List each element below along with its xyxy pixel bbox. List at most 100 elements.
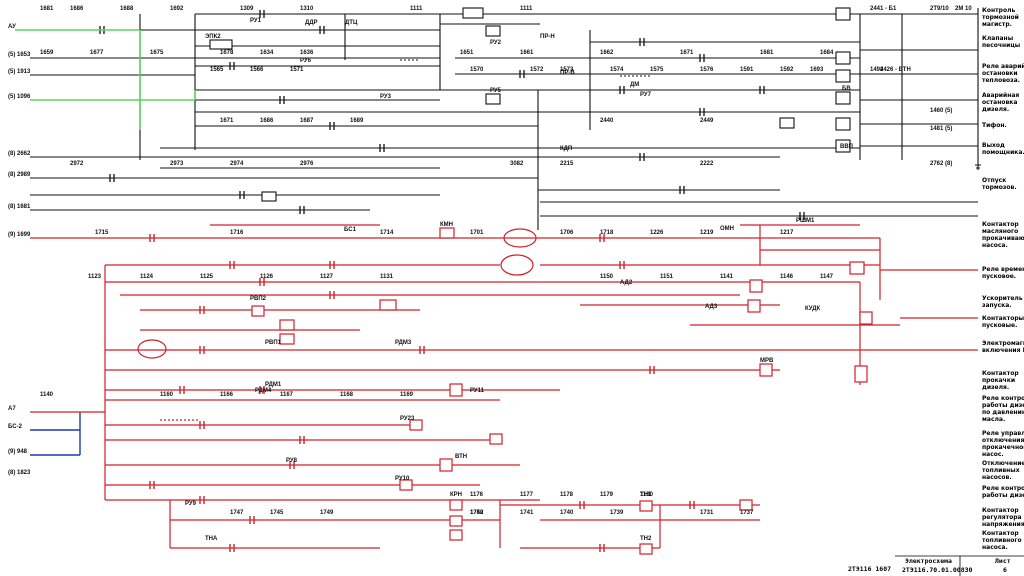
- wire-label-row6-3: 1701: [470, 230, 484, 236]
- wire-label-row4-1: 1686: [260, 118, 274, 124]
- annotation-13: Реле контроляработы дизеляпо давлениюмас…: [982, 395, 1024, 423]
- component-19: ЭПК2: [205, 34, 221, 40]
- wire-label-row2-11: 1684: [820, 50, 834, 56]
- wire-label-row4-4: 2440: [600, 118, 614, 124]
- title-name: Электросхема: [905, 557, 952, 565]
- wire-label-row4-2: 1687: [300, 118, 314, 124]
- wire-label-row3-0: 1565: [210, 67, 224, 73]
- wire-label-bottom-2: 1739: [610, 510, 624, 516]
- component-13: БС1: [344, 227, 357, 233]
- wire-label-bottom-7: 1747: [230, 510, 244, 516]
- left-input-10: (9) 948: [8, 449, 28, 455]
- wire-label-row6-4: 1706: [560, 230, 574, 236]
- component-5: РУ7: [640, 92, 652, 98]
- component-1: РУ2: [490, 40, 502, 46]
- left-input-4: (8) 2662: [8, 151, 31, 157]
- wire-label-top-0: 1681: [40, 6, 54, 12]
- wire-label-top-10: 2М 10: [955, 6, 972, 12]
- control-wiring-green: [15, 29, 196, 130]
- wire-label-top-6: 1111: [410, 6, 423, 12]
- component-4: РУ6: [300, 58, 312, 64]
- annotation-11: Электромагнитвключения РМ0.: [982, 340, 1024, 354]
- drawing-number: 2ТЭ116.70.01.00830: [902, 566, 973, 574]
- sheet-number: 6: [1003, 566, 1007, 574]
- wire-label-row5-3: 2976: [300, 161, 314, 167]
- component-27: ТН1: [640, 492, 652, 498]
- wire-label-row3-10: 1592: [780, 67, 794, 73]
- wire-label-top-8: 2441 - Б1: [870, 6, 897, 12]
- sheet-label: Лист: [995, 557, 1011, 565]
- wire-label-row6-0: 1715: [95, 230, 109, 236]
- left-input-5: (8) 2989: [8, 172, 31, 178]
- wire-label-row2-5: 1636: [300, 50, 314, 56]
- wire-label-row7-7: 1146: [780, 274, 794, 280]
- component-15: КМН: [440, 222, 453, 228]
- component-21: РДМ1: [265, 382, 282, 388]
- wire-label-row2-3: 1678: [220, 50, 234, 56]
- component-11: РВП2: [250, 296, 267, 302]
- component-12: РВП1: [265, 340, 282, 346]
- wire-label-row4-0: 1671: [220, 118, 234, 124]
- wire-label-row2-7: 1661: [520, 50, 534, 56]
- wire-label-row8-6: 1176: [470, 492, 484, 498]
- wire-label-row2-9: 1671: [680, 50, 694, 56]
- component-37: АД3: [705, 304, 718, 310]
- wire-label-bottom-3: 1740: [560, 510, 574, 516]
- component-2: РУ3: [380, 94, 392, 100]
- left-input-6: (8) 1681: [8, 204, 31, 210]
- left-input-9: БС-2: [8, 424, 23, 430]
- wire-label-row3-8: 1576: [700, 67, 714, 73]
- component-31: ВВП: [840, 144, 853, 150]
- wire-label-row7-8: 1147: [820, 274, 834, 280]
- wire-label-row2-2: 1675: [150, 50, 164, 56]
- annotation-14: Реле управленияотключенияпрокачечнойнасо…: [982, 430, 1024, 458]
- component-25: МРВ: [760, 358, 774, 364]
- wire-label-row7-6: 1141: [720, 274, 734, 280]
- wire-label-row2-6: 1651: [460, 50, 474, 56]
- wire-label-row6-8: 1217: [780, 230, 794, 236]
- wire-label-row7-0: 1123: [88, 274, 102, 280]
- control-wiring-blue: [30, 412, 81, 456]
- component-9: РУ11: [470, 388, 485, 394]
- component-20: ОМН: [720, 226, 734, 232]
- wire-label-bottom-5: 1742: [470, 510, 484, 516]
- wire-label-row2-10: 1681: [760, 50, 774, 56]
- component-36: АД2: [620, 280, 633, 286]
- wire-label-row5-1: 2973: [170, 161, 184, 167]
- annotation-8: Реле временипусковое.: [982, 266, 1024, 280]
- wire-label-bottom-6: 1745: [270, 510, 284, 516]
- component-0: РУ1: [250, 18, 262, 24]
- wire-label-row3-13: 2426 - ВТН: [880, 67, 911, 73]
- wire-label-bottom-4: 1741: [520, 510, 534, 516]
- component-23: РДМ4: [255, 388, 272, 394]
- wire-label-bottom-1: 1737: [740, 510, 754, 516]
- wire-label-row7-10: 1151: [660, 274, 674, 280]
- wire-label-row4-6: 1460 (5): [930, 108, 952, 114]
- left-input-11: (8) 1823: [8, 470, 31, 476]
- component-3: РУ5: [490, 88, 502, 94]
- wire-label-row5-0: 2972: [70, 161, 84, 167]
- wire-label-row7-9: 1150: [600, 274, 614, 280]
- wire-label-row2-4: 1634: [260, 50, 274, 56]
- wire-label-row7-2: 1125: [200, 274, 214, 280]
- left-input-1: (5) 1653: [8, 52, 31, 58]
- wire-label-row3-3: 1570: [470, 67, 484, 73]
- wire-label-top-3: 1692: [170, 6, 184, 12]
- wire-label-row8-1: 1160: [160, 392, 174, 398]
- wire-label-row2-8: 1662: [600, 50, 614, 56]
- wire-label-row3-11: 1693: [810, 67, 824, 73]
- left-input-3: (5) 1096: [8, 94, 31, 100]
- component-14: ВТН: [455, 454, 467, 460]
- component-18: ДТЦ: [345, 20, 358, 26]
- wire-label-row3-1: 1566: [250, 67, 264, 73]
- wire-label-row4-3: 1689: [350, 118, 364, 124]
- wire-label-top-5: 1310: [300, 6, 314, 12]
- wire-label-row8-5: 1169: [400, 392, 414, 398]
- wire-label-row5-4: 3082: [510, 161, 524, 167]
- component-10: РУ23: [400, 416, 415, 422]
- wire-label-row6-7: 1219: [700, 230, 714, 236]
